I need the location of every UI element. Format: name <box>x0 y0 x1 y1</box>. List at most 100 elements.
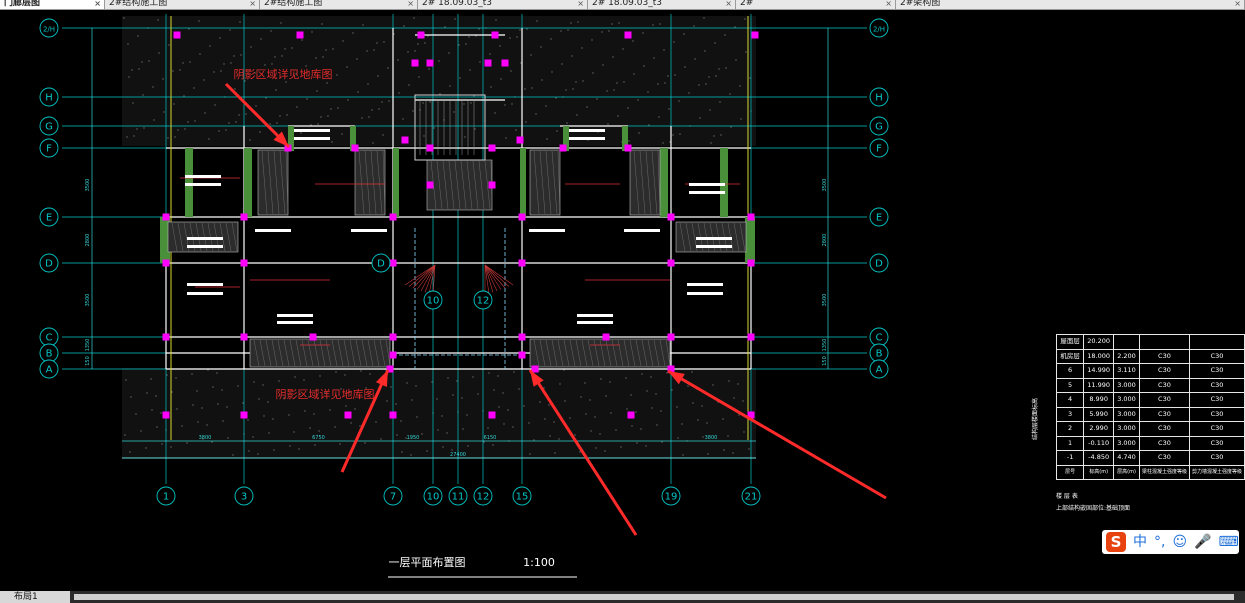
ime-punctuation-icon[interactable]: °, <box>1154 534 1166 550</box>
winder-line <box>484 264 502 290</box>
earth-dot <box>418 76 420 78</box>
earth-dot <box>645 445 647 447</box>
earth-dot <box>683 33 685 35</box>
document-tab[interactable]: 2#结构施工图× <box>260 0 418 9</box>
earth-dot <box>613 89 615 91</box>
axis-bubble-label: C <box>46 333 53 344</box>
tab-close-icon[interactable]: × <box>249 0 256 8</box>
earth-dot <box>253 381 255 383</box>
note-label-stub <box>187 245 223 248</box>
earth-dot <box>678 100 680 102</box>
earth-dot <box>285 81 287 83</box>
ime-toolbar[interactable]: S 中 °, ☺ 🎤 ⌨ <box>1102 530 1239 554</box>
earth-dot <box>497 375 499 377</box>
earth-dot <box>126 136 128 138</box>
axis-bubble-label: 11 <box>452 492 465 503</box>
document-tab[interactable]: 2# 18.09.03_t3× <box>418 0 588 9</box>
document-tab[interactable]: 2# 18.09.03_t3× <box>588 0 736 9</box>
earth-dot <box>267 401 269 403</box>
earth-dot <box>280 22 282 24</box>
earth-dot <box>536 20 538 22</box>
tab-close-icon[interactable]: × <box>725 0 732 8</box>
earth-dot <box>477 393 479 395</box>
schedule-cell: 2 <box>1055 421 1085 437</box>
earth-dot <box>197 421 199 423</box>
earth-dot <box>492 444 494 446</box>
axis-bubble <box>473 290 493 310</box>
document-tab[interactable]: 门廊层图× <box>0 0 105 9</box>
earth-dot <box>572 88 574 90</box>
column <box>389 213 397 221</box>
earth-dot <box>199 53 201 55</box>
dimension-text: 2800 <box>822 234 828 247</box>
shear-wall <box>393 148 399 217</box>
schedule-cell: 层高(m) <box>1113 464 1140 480</box>
document-tab[interactable]: 2#架构图× <box>896 0 1245 9</box>
ime-keyboard-icon[interactable]: ⌨ <box>1218 534 1239 550</box>
tab-close-icon[interactable]: × <box>407 0 414 8</box>
hatch-stroke <box>283 339 290 367</box>
earth-dot <box>158 52 160 54</box>
earth-dot <box>600 378 602 380</box>
ime-chinese-mode-icon[interactable]: 中 <box>1133 534 1147 550</box>
earth-dot <box>148 60 150 62</box>
hatch-stroke <box>657 150 661 215</box>
earth-dot <box>456 380 458 382</box>
earth-dot <box>206 424 208 426</box>
dimension-text: 3500 <box>822 179 828 192</box>
earth-dot <box>626 408 628 410</box>
schedule-cell: 18.000 <box>1083 348 1115 364</box>
axis-bubble-label: A <box>876 365 883 376</box>
column <box>309 333 317 341</box>
tab-close-icon[interactable]: × <box>577 0 584 8</box>
earth-dot <box>446 432 448 434</box>
column <box>240 411 248 419</box>
tab-close-icon[interactable]: × <box>1234 0 1241 8</box>
hatch-stroke <box>370 150 377 215</box>
earth-dot <box>415 385 417 387</box>
document-tab[interactable]: 2#结构施工图× <box>105 0 260 9</box>
document-tab-label: 2# <box>740 0 754 8</box>
ime-voice-icon[interactable]: 🎤 <box>1194 534 1212 550</box>
hatch-stroke <box>271 339 278 367</box>
sogou-logo-icon[interactable]: S <box>1106 532 1126 552</box>
earth-dot <box>194 120 196 122</box>
earth-dot <box>221 389 223 391</box>
earth-dot <box>561 63 563 65</box>
earth-dot <box>738 414 740 416</box>
earth-dot <box>688 92 690 94</box>
earth-dot <box>143 127 145 129</box>
document-tab[interactable]: 2# × <box>736 0 896 9</box>
note-label-stub <box>185 175 221 178</box>
tab-close-icon[interactable]: × <box>885 0 892 8</box>
hatch-stroke <box>171 222 178 252</box>
schedule-cell: 3.000 <box>1113 406 1140 422</box>
earth-dot <box>230 62 232 64</box>
earth-dot <box>472 376 474 378</box>
earth-dot <box>345 405 347 407</box>
horizontal-scrollbar[interactable] <box>74 594 1234 600</box>
hatch-stroke <box>261 150 268 215</box>
layout-tab[interactable]: 布局1 <box>0 591 70 603</box>
earth-dot <box>463 103 465 105</box>
tab-close-icon[interactable]: × <box>94 0 101 8</box>
earth-dot <box>528 422 530 424</box>
earth-dot <box>637 99 639 101</box>
earth-dot <box>744 18 746 20</box>
earth-dot <box>156 426 158 428</box>
earth-dot <box>672 134 674 136</box>
earth-dot <box>402 118 404 120</box>
ime-emoji-icon[interactable]: ☺ <box>1172 534 1188 550</box>
hatch-stroke <box>651 150 658 215</box>
earth-dot <box>331 141 333 143</box>
hatch-stroke <box>277 339 284 367</box>
note-label-stub <box>689 191 725 194</box>
earth-dot <box>209 45 211 47</box>
dimension-text: 3500 <box>822 294 828 307</box>
earth-dot <box>493 389 495 391</box>
earth-dot <box>541 79 543 81</box>
earth-dot <box>465 43 467 45</box>
schedule-cell: C30 <box>1138 435 1190 451</box>
hatch-stroke <box>533 339 540 367</box>
